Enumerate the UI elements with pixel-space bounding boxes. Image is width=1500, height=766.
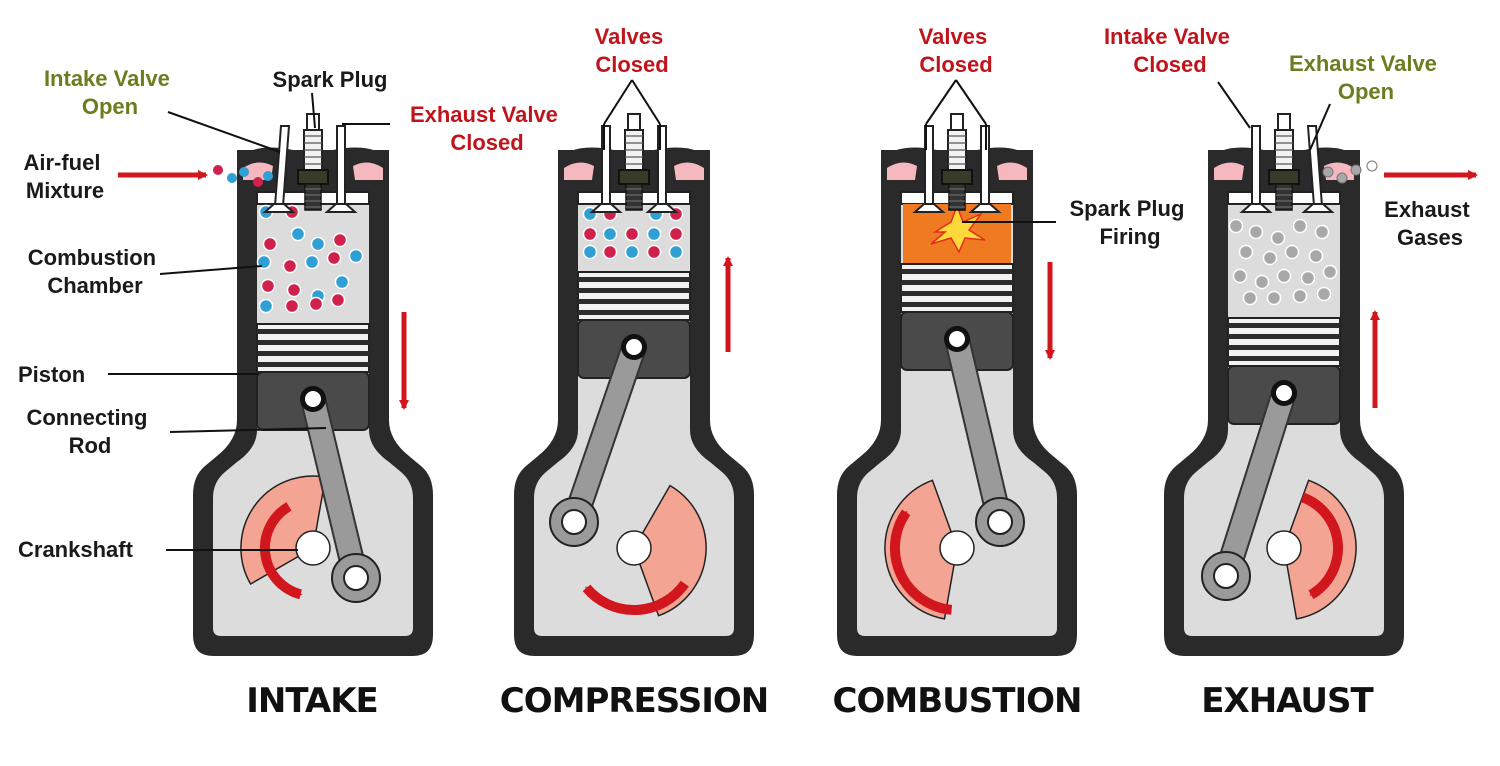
stroke-title-compression: COMPRESSION <box>500 681 768 721</box>
label-exhaust-valve-open: Exhaust Valve Open <box>1289 51 1443 104</box>
inflow-particle <box>227 173 237 183</box>
crankshaft-web <box>1283 479 1357 620</box>
leader-lines <box>108 79 1331 551</box>
inflow-particle <box>263 171 273 181</box>
stroke-title-combustion: COMBUSTION <box>833 681 1082 721</box>
crankshaft-web <box>633 484 707 617</box>
leader-line <box>167 111 281 153</box>
outflow-particle <box>1336 172 1348 184</box>
spark-plug-icon <box>618 113 650 211</box>
crank-pin <box>1213 563 1239 589</box>
label-valves-closed-combustion: Valves Closed <box>919 24 994 77</box>
inflow-particle <box>253 177 263 187</box>
intake-valve <box>262 125 296 213</box>
leader-line <box>1309 103 1331 151</box>
leader-line <box>603 79 633 125</box>
engine-compression <box>514 113 754 656</box>
chamber-particles <box>256 204 364 314</box>
engines-layer <box>118 113 1478 656</box>
spark-plug-icon <box>1268 113 1300 211</box>
wrist-pin <box>949 331 965 347</box>
inflow-particle <box>213 165 223 175</box>
wrist-pin <box>626 339 642 355</box>
chamber-particles <box>1228 218 1338 306</box>
rotation-arrow-icon <box>259 502 303 600</box>
leader-line <box>925 79 957 125</box>
leader-line <box>311 92 316 129</box>
rotation-arrow-icon <box>582 580 689 615</box>
label-crankshaft: Crankshaft <box>18 537 134 562</box>
connecting-rod <box>563 336 645 533</box>
crankshaft-center <box>1266 530 1302 566</box>
exhaust-port <box>997 162 1027 180</box>
crank-pin <box>561 509 587 535</box>
label-spark-plug-firing: Spark Plug Firing <box>1069 196 1190 249</box>
exhaust-valve <box>645 125 679 213</box>
intake-valve <box>1239 125 1273 213</box>
crankshaft-center <box>295 530 331 566</box>
leader-line <box>955 79 987 125</box>
rotation-arrow-icon <box>889 509 953 615</box>
wrist-pin <box>305 391 321 407</box>
wrist-pin <box>1276 385 1292 401</box>
outflow-particle <box>1322 166 1334 178</box>
label-valves-closed-compression: Valves Closed <box>595 24 670 77</box>
spark-plug-icon <box>297 113 329 211</box>
intake-port <box>564 162 594 180</box>
leader-line <box>1217 81 1251 129</box>
stroke-title-intake: INTAKE <box>246 681 378 721</box>
exhaust-port <box>353 162 383 180</box>
stroke-title-exhaust: EXHAUST <box>1201 681 1374 721</box>
outflow-particle <box>1366 160 1378 172</box>
crank-pin <box>987 509 1013 535</box>
label-intake-valve-open: Intake Valve Open <box>44 66 176 119</box>
crank-pin <box>343 565 369 591</box>
label-combustion-chamber: Combustion Chamber <box>28 245 162 298</box>
outflow-particle <box>1350 164 1362 176</box>
intake-port <box>887 162 917 180</box>
intake-port <box>1214 162 1244 180</box>
engine-combustion <box>837 113 1077 656</box>
engine-exhaust <box>1164 113 1404 656</box>
label-exhaust-gases: Exhaust Gases <box>1384 197 1476 250</box>
crankshaft-center <box>939 530 975 566</box>
exhaust-valve <box>324 125 358 213</box>
label-exhaust-valve-closed: Exhaust Valve Closed <box>410 102 564 155</box>
label-spark-plug: Spark Plug <box>273 67 388 92</box>
crankshaft-center <box>616 530 652 566</box>
spark-plug-icon <box>941 113 973 211</box>
connecting-rod <box>1215 382 1295 587</box>
leader-line <box>169 427 327 433</box>
leader-line <box>631 79 661 125</box>
connecting-rod <box>946 328 1011 533</box>
exhaust-port <box>674 162 704 180</box>
inflow-particle <box>239 167 249 177</box>
label-piston: Piston <box>18 362 85 387</box>
rotation-arrow-icon <box>1300 492 1343 600</box>
label-air-fuel-mixture: Air-fuel Mixture <box>23 150 106 203</box>
label-intake-valve-closed: Intake Valve Closed <box>1104 24 1236 77</box>
label-connecting-rod: Connecting Rod <box>26 405 153 458</box>
engine-intake <box>193 113 433 656</box>
leader-line <box>159 265 263 275</box>
